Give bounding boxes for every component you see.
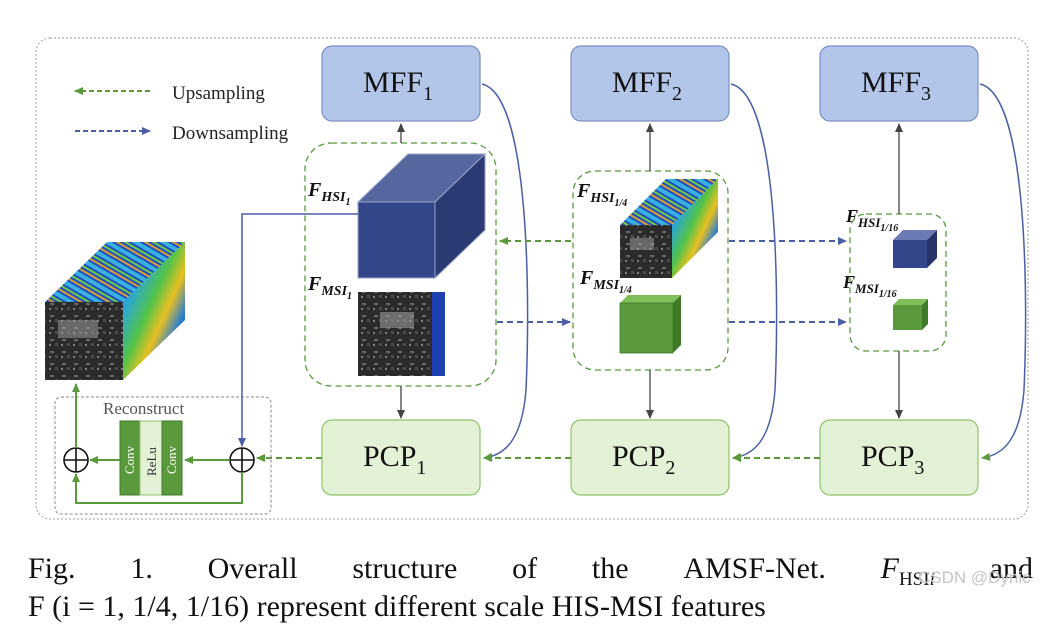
legend: Upsampling Downsampling (74, 83, 289, 144)
watermark: CSDN @Dynic (918, 568, 1031, 587)
caption-fig: Fig. (28, 552, 76, 585)
cube-hsi-16 (893, 230, 937, 268)
scale-16-group (849, 213, 947, 352)
add-node-left (63, 447, 89, 473)
reconstruct-frame (54, 396, 272, 515)
amsf-net-diagram: Upsampling Downsampling MFF1 MFF2 MFF3 P… (35, 37, 1029, 520)
mff-3-label: MFF3 (861, 66, 931, 105)
mff-2-label: MFF2 (612, 66, 682, 105)
flow-residual (72, 472, 243, 504)
conv-layer-2-label: Conv (164, 445, 179, 474)
reconstruct-title: Reconstruct (103, 399, 184, 418)
pcp-3: PCP3 (819, 419, 979, 496)
image-msi-1 (358, 292, 445, 376)
label-f-msi-16: FMSI1/16 (842, 272, 897, 300)
cube-hsi-1 (356, 152, 487, 280)
caption-word-amsf: AMSF-Net. (683, 552, 826, 585)
mff-1: MFF1 (321, 45, 481, 122)
output-hsi-cube (45, 242, 185, 380)
relu-layer-label: ReLu (144, 447, 159, 476)
caption-num: 1. (130, 552, 153, 585)
caption-word-the: the (591, 552, 629, 585)
caption-word-and: and (989, 552, 1033, 585)
mff-2-box (570, 45, 730, 122)
caption-word-of: of (512, 552, 538, 585)
label-f-hsi-1: FHSI1 (307, 179, 350, 208)
mff-3-box (819, 45, 979, 122)
caption-symbol: FHSIi (880, 552, 935, 590)
label-f-msi-4: FMSI1/4 (579, 267, 632, 296)
mff-2: MFF2 (570, 45, 730, 122)
legend-downsampling-label: Downsampling (172, 123, 289, 144)
pcp-2: PCP2 (570, 419, 730, 496)
pcp-2-label: PCP2 (612, 440, 675, 479)
label-f-hsi-4: FHSI1/4 (576, 180, 627, 209)
flow-hsi-skip (238, 213, 358, 447)
outer-frame (35, 37, 1029, 520)
conv-layer-1-label: Conv (122, 445, 137, 474)
skip-mff3-pcp3 (979, 83, 1027, 461)
cube-hsi-4 (620, 179, 718, 278)
cube-msi-16 (893, 299, 928, 330)
pcp-1: PCP1 (321, 419, 481, 496)
caption-word-overall: Overall (207, 552, 298, 585)
pcp-3-label: PCP3 (861, 440, 924, 479)
skip-mff2-pcp2 (730, 83, 778, 461)
label-f-hsi-16: FHSI1/16 (845, 206, 898, 234)
skip-mff1-pcp1 (481, 83, 529, 461)
caption-word-structure: structure (352, 552, 458, 585)
mff-1-label: MFF1 (363, 66, 433, 105)
figure-caption-line2: F (i = 1, 1/4, 1/16) represent different… (28, 590, 766, 623)
add-node-right (229, 447, 255, 473)
cube-msi-4 (619, 295, 681, 354)
pcp-1-label: PCP1 (363, 440, 426, 479)
reconstruct-layers: Conv ReLu Conv (119, 420, 183, 496)
mff-1-box (321, 45, 481, 122)
label-f-msi-1: FMSI1 (307, 273, 352, 302)
figure-caption: Fig. 1. Overall structure of the AMSF-Ne… (28, 552, 1033, 591)
legend-upsampling-label: Upsampling (172, 83, 265, 104)
conv-layer-2 (161, 420, 183, 496)
mff-3: MFF3 (819, 45, 979, 122)
